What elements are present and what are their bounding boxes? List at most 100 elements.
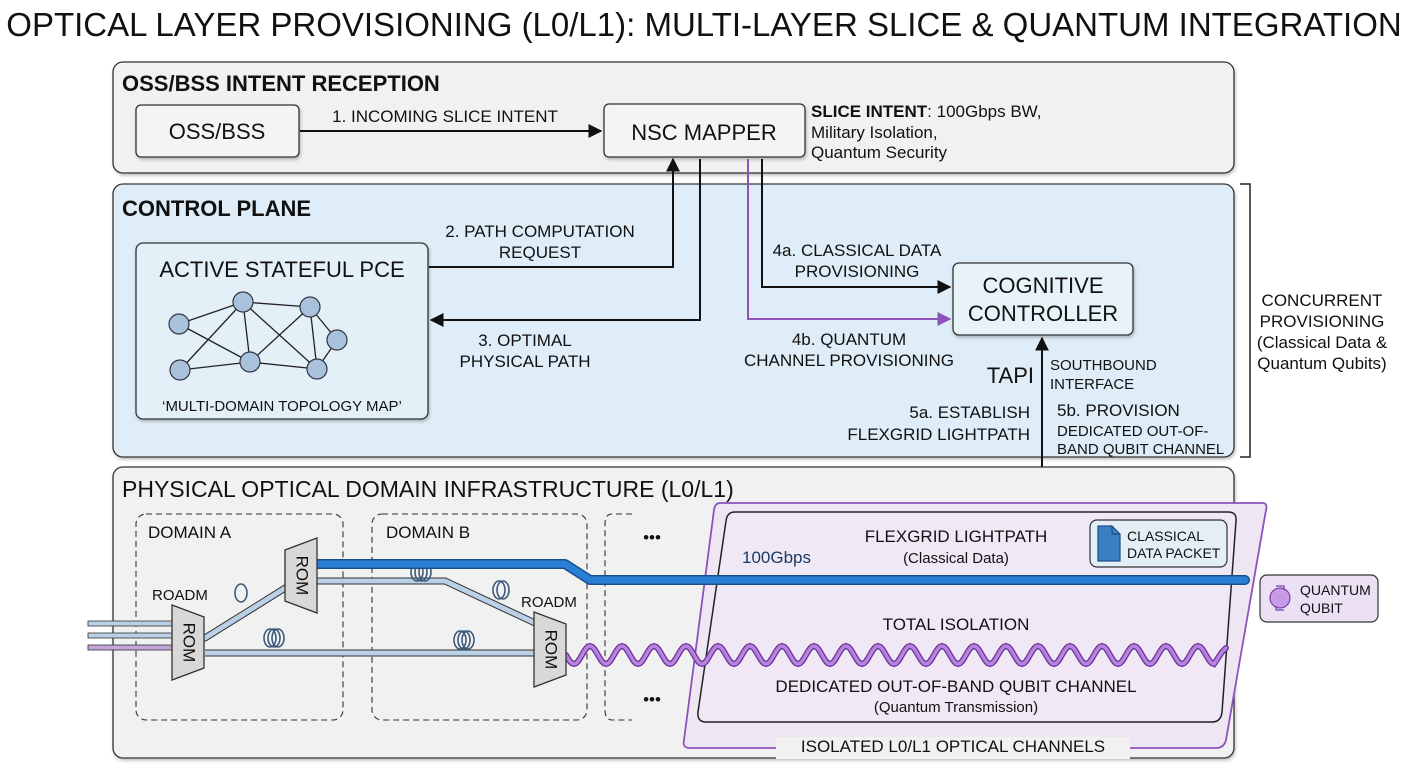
step5b-line3: BAND QUBIT CHANNEL [1057, 441, 1224, 458]
quantum-channel-wave [564, 644, 1228, 667]
concurrent-line4: Quantum Qubits) [1257, 354, 1386, 373]
fiber-coil-icon [492, 580, 506, 600]
classical-lightpath [311, 560, 1249, 584]
rom-device: ROM [171, 604, 205, 681]
southbound-line1: SOUTHBOUND [1050, 357, 1157, 374]
topology-link [178, 323, 251, 363]
slice-intent-line2: Military Isolation, [811, 123, 938, 142]
nsc-mapper-label: NSC MAPPER [631, 120, 776, 145]
concurrent-provisioning-bracket: CONCURRENT PROVISIONING (Classical Data … [1240, 183, 1388, 458]
arrow4a-label-line2: PROVISIONING [795, 262, 920, 281]
cognitive-controller-box[interactable]: COGNITIVE CONTROLLER [952, 262, 1134, 336]
concurrent-line3: (Classical Data & [1257, 333, 1388, 352]
domain-a-box [135, 513, 344, 721]
step5a-line2: FLEXGRID LIGHTPATH [847, 425, 1030, 444]
control-plane-panel: CONTROL PLANE ACTIVE STATEFUL PCE ‘MULTI… [112, 157, 1235, 494]
fiber-coil-icon [496, 580, 510, 600]
concurrent-line1: CONCURRENT [1262, 291, 1383, 310]
fiber-coil-icon [263, 628, 277, 648]
step5b-line1: 5b. PROVISION [1057, 401, 1180, 420]
fiber-coil-icon [453, 630, 467, 650]
arrow1-label: 1. INCOMING SLICE INTENT [332, 107, 558, 126]
fiber-coil-icon [271, 628, 285, 648]
diagram-title: OPTICAL LAYER PROVISIONING (L0/L1): MULT… [6, 6, 1401, 43]
topology-link [249, 306, 311, 363]
roadm-devices: ROM ROM ROM [171, 537, 567, 688]
fiber-coil-icon [267, 628, 281, 648]
concurrent-line2: PROVISIONING [1260, 312, 1385, 331]
rom-shape [171, 604, 205, 681]
packet-line1: CLASSICAL [1127, 528, 1204, 544]
arrow2-label-line2: REQUEST [499, 243, 581, 262]
cognitive-controller-line1: COGNITIVE [982, 273, 1103, 298]
arrow-classical-data-provisioning [761, 159, 952, 294]
control-plane-title: CONTROL PLANE [122, 196, 311, 221]
physical-infrastructure-panel: PHYSICAL OPTICAL DOMAIN INFRASTRUCTURE (… [87, 466, 1268, 759]
rom-label: ROM [293, 556, 312, 596]
southbound-line2: INTERFACE [1050, 376, 1134, 393]
packet-line2: DATA PACKET [1127, 545, 1221, 561]
fiber-coil-icon [461, 630, 475, 650]
flexgrid-line1: FLEXGRID LIGHTPATH [865, 527, 1048, 546]
domain-a-label: DOMAIN A [148, 523, 232, 542]
topology-node [299, 296, 321, 318]
roadm-label-b: ROADM [521, 594, 577, 611]
topology-link [249, 361, 318, 370]
rom-device: ROM [533, 611, 567, 688]
flexgrid-line2: (Classical Data) [903, 550, 1009, 567]
rom-label: ROM [542, 630, 561, 670]
arrow-quantum-channel-provisioning [747, 159, 952, 326]
topology-link [179, 301, 244, 371]
topology-node [239, 351, 261, 373]
physical-panel-title: PHYSICAL OPTICAL DOMAIN INFRASTRUCTURE (… [122, 476, 734, 502]
rom-label: ROM [180, 623, 199, 663]
arrow-path-computation-request [429, 157, 680, 268]
qubit-legend-line2: QUBIT [1300, 600, 1343, 616]
cognitive-controller-line2: CONTROLLER [968, 301, 1118, 326]
domain-b-label: DOMAIN B [386, 523, 470, 542]
qubit-legend-line1: QUANTUM [1300, 582, 1371, 598]
total-isolation-label: TOTAL ISOLATION [883, 615, 1030, 634]
topology-node [169, 359, 191, 381]
ellipsis-bottom: ••• [643, 690, 661, 709]
arrow2-label-line1: 2. PATH COMPUTATION [445, 222, 635, 241]
isolated-caption-bg [776, 737, 1130, 759]
rom-shape [284, 537, 318, 614]
topology-caption: ‘MULTI-DOMAIN TOPOLOGY MAP’ [162, 398, 402, 415]
topology-node [168, 313, 190, 335]
topology-link [178, 301, 244, 325]
qubit-channel-line2: (Quantum Transmission) [874, 699, 1038, 716]
topology-map [168, 291, 348, 381]
oss-bss-panel: OSS/BSS INTENT RECEPTION OSS/BSS 1. INCO… [112, 61, 1235, 174]
slice-intent-line3: Quantum Security [811, 143, 948, 162]
domain-more-box [604, 513, 632, 721]
ellipsis-top: ••• [643, 528, 661, 547]
topology-link [179, 361, 251, 371]
topology-node [306, 358, 328, 380]
topology-link [242, 301, 311, 308]
classical-data-packet-badge: CLASSICAL DATA PACKET [1089, 519, 1228, 568]
arrow3-label-line1: 3. OPTIMAL [478, 331, 572, 350]
arrow3-label-line2: PHYSICAL PATH [460, 352, 591, 371]
rom-shape [533, 611, 567, 688]
oss-bss-box[interactable]: OSS/BSS [135, 104, 300, 158]
topology-node [326, 329, 348, 351]
rom-device: ROM [284, 537, 318, 614]
isolated-channels-caption: ISOLATED L0/L1 OPTICAL CHANNELS [801, 737, 1105, 756]
quantum-qubit-legend: QUANTUM QUBIT [1259, 574, 1379, 623]
bandwidth-label: 100Gbps [742, 548, 811, 567]
pce-box[interactable]: ACTIVE STATEFUL PCE ‘MULTI-DOMAIN TOPOLO… [135, 242, 429, 420]
qubit-channel-line1: DEDICATED OUT-OF-BAND QUBIT CHANNEL [775, 677, 1136, 696]
roadm-label-a: ROADM [152, 587, 208, 604]
arrow4a-label-line1: 4a. CLASSICAL DATA [773, 241, 942, 260]
arrow-optimal-physical-path [429, 159, 701, 327]
fiber-coil-icon [234, 583, 248, 603]
nsc-mapper-box[interactable]: NSC MAPPER [603, 103, 806, 158]
topology-link [242, 301, 318, 370]
arrow4b-label-line2: CHANNEL PROVISIONING [744, 351, 954, 370]
topology-node [232, 291, 254, 313]
slice-intent-line1: : 100Gbps BW, [927, 102, 1041, 121]
domain-b-box [371, 513, 588, 721]
oss-panel-title: OSS/BSS INTENT RECEPTION [122, 71, 440, 96]
